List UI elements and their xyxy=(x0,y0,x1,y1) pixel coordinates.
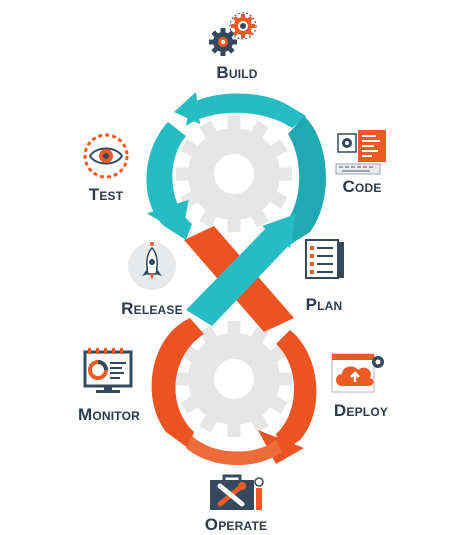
gears-icon xyxy=(206,12,258,58)
gear-tooth xyxy=(180,139,203,160)
dashboard-monitor-icon xyxy=(82,348,136,394)
gear-tooth xyxy=(227,214,241,232)
gear-tooth xyxy=(265,188,288,209)
loop-crossing xyxy=(184,214,296,332)
checklist-scroll-icon xyxy=(300,238,348,282)
gear-tooth xyxy=(265,139,288,160)
gear-tooth xyxy=(199,410,220,433)
gear-tooth xyxy=(180,393,203,414)
stage-label-deploy: Deploy xyxy=(333,401,389,420)
eye-target-icon xyxy=(82,132,130,180)
gear-tooth xyxy=(248,410,269,433)
rocket-icon xyxy=(124,236,180,292)
gear-tooth xyxy=(227,116,241,134)
stage-label-code: Code xyxy=(342,177,382,196)
stage-label-test: Test xyxy=(88,185,124,204)
toolbox-wrench-icon xyxy=(206,474,266,514)
upper-loop-arrows xyxy=(146,92,326,246)
upper-gear-icon xyxy=(176,116,292,232)
gear-tooth xyxy=(248,120,269,143)
gear-tooth xyxy=(274,372,292,386)
lower-loop-arrows xyxy=(151,318,317,466)
gear-tooth xyxy=(265,393,288,414)
stage-label-plan: Plan xyxy=(305,295,343,314)
code-editor-icon xyxy=(334,130,390,176)
stage-label-release: Release xyxy=(121,299,183,318)
gear-tooth xyxy=(199,205,220,228)
cloud-upload-icon xyxy=(330,352,388,396)
stage-label-build: Build xyxy=(216,63,258,82)
stage-label-monitor: Monitor xyxy=(77,405,140,424)
gear-tooth xyxy=(176,167,194,181)
gear-tooth xyxy=(199,325,220,348)
gear-tooth xyxy=(227,419,241,437)
gear-tooth xyxy=(176,372,194,386)
stage-label-operate: Operate xyxy=(204,515,268,534)
gear-tooth xyxy=(227,321,241,339)
gear-tooth xyxy=(274,167,292,181)
gear-tooth xyxy=(248,205,269,228)
gear-tooth xyxy=(199,120,220,143)
